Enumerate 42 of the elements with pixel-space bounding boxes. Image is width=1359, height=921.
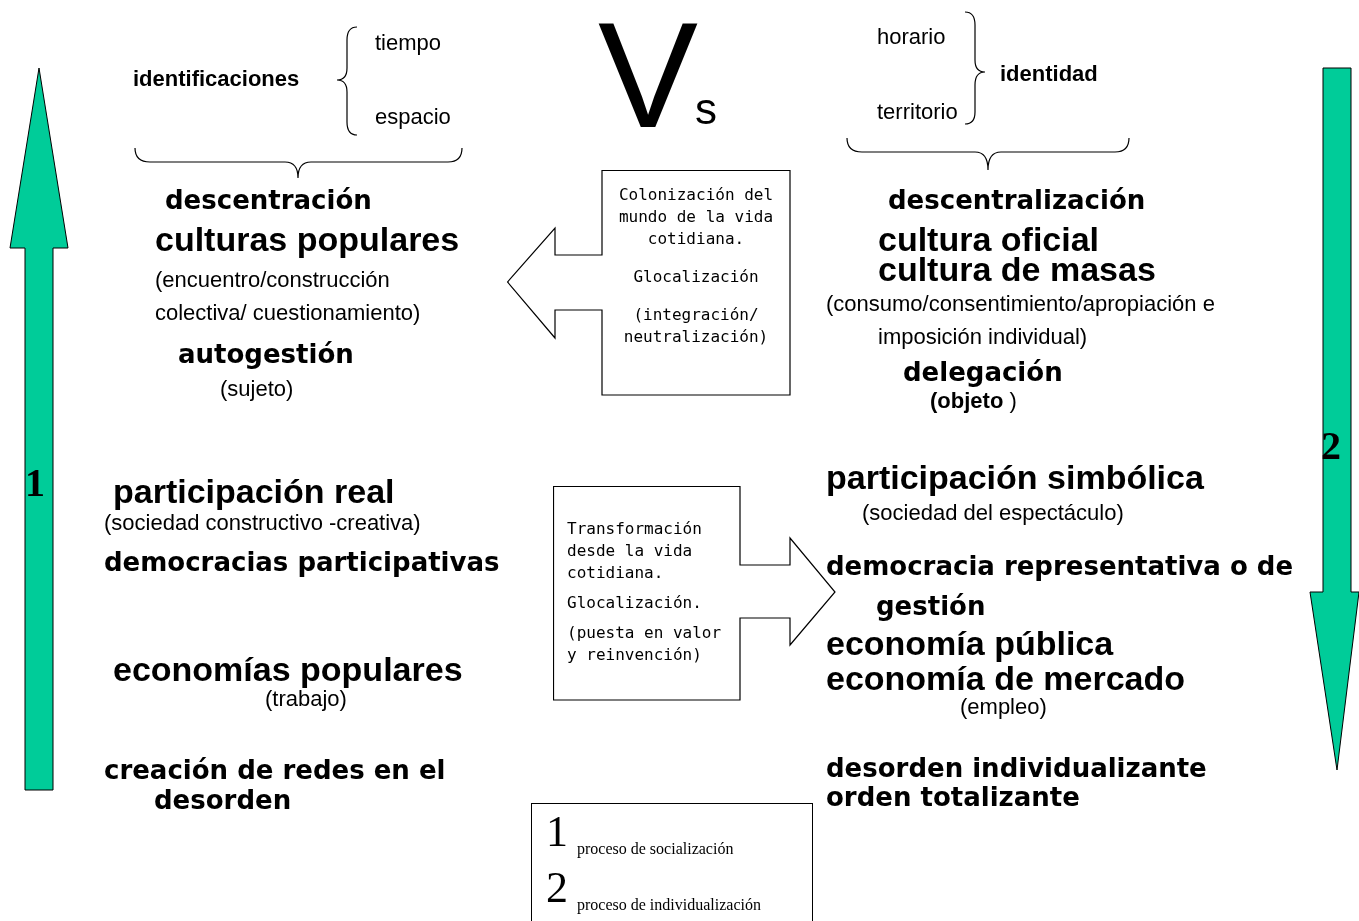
heading-label: participación simbólica [826,458,1204,498]
term-label: orden totalizante [826,784,1080,812]
note-label: (consumo/consentimiento/apropiación e imposición individual) [826,290,1216,351]
callout-text: Colonización del mundo de la vida cotidiana. [617,184,775,250]
note-label: (sujeto) [220,376,294,402]
note-label: (sociedad constructivo -creativa) [104,510,421,536]
term-label: democracias participativas [104,548,500,578]
note-label: (encuentro/construcción colectiva/ cuestionamiento) [155,266,422,327]
term-label: creación de redes en el desorden [104,755,447,815]
term-label: descentralización [888,186,1146,216]
term-label: autogestión [178,340,354,370]
callout-text: Transformación desde la vida cotidiana. [567,518,703,584]
legend-text: proceso de individualización [577,896,761,915]
note-label: (empleo) [960,694,1047,720]
note-label: (objeto ) [930,388,1017,414]
legend-box [531,803,813,921]
term-label: descentración [165,186,372,216]
number-label: 1 [546,810,568,854]
heading-label: economía pública [826,626,1114,662]
callout-text: (puesta en valor y reinvención) [567,622,723,666]
heading-label: economía de mercado [826,661,1185,697]
arrow-callout-box [507,170,791,396]
heading-label: culturas populares [155,220,460,260]
term-label: tiempo [375,30,442,56]
heading-label: economías populares [113,650,463,690]
title-letter: s [695,84,717,135]
term-label: democracia representativa o de gestión [826,550,1295,623]
term-label: delegación [903,358,1063,388]
term-label: desorden individualizante [826,755,1207,783]
callout-text: (integración/ neutralización) [622,304,770,348]
group-label: identificaciones [133,66,300,92]
term-label: territorio [877,99,958,125]
callout-text: Glocalización [632,266,760,288]
group-label: identidad [1000,61,1098,87]
term-label: horario [877,24,946,50]
callout-text: Glocalización. [567,592,703,614]
legend-text: proceso de socialización [577,840,734,859]
number-label: 2 [546,866,568,910]
note-label: (sociedad del espectáculo) [862,500,1124,526]
term-label: espacio [375,104,451,130]
heading-label: participación real [113,472,395,512]
number-label: 1 [25,460,45,506]
